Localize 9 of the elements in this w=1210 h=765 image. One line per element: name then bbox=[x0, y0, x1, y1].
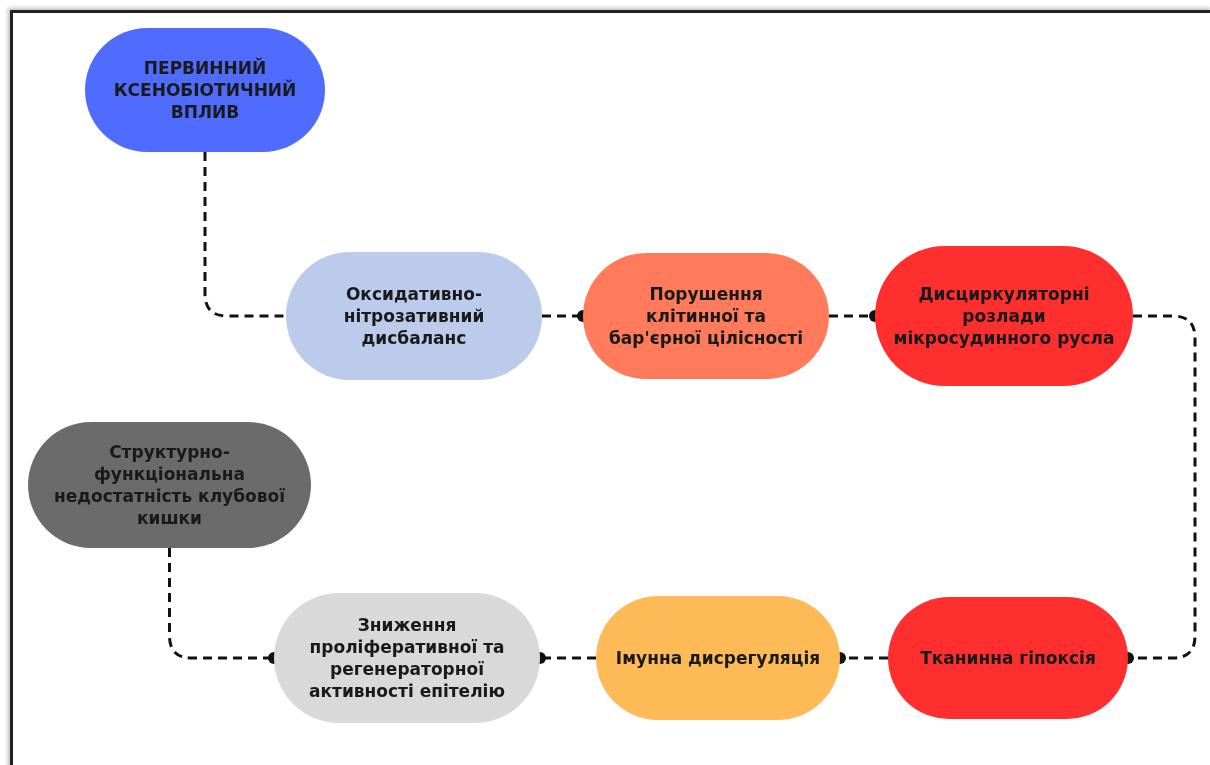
node-text: Дисциркуляторні розлади мікросудинного русла bbox=[893, 282, 1115, 350]
node-text: Оксидативно-нітрозативний дисбаланс bbox=[342, 282, 486, 350]
node-text: Порушення клітинної та бар'єрної цілісності bbox=[607, 282, 805, 350]
node-text: Імунна дисрегуляція bbox=[615, 646, 821, 670]
node-text: Структурно-функціональна недостатність клубової кишки bbox=[53, 440, 286, 530]
node-text: ПЕРВИННИЙ КСЕНОБІОТИЧНИЙ ВПЛИВ bbox=[112, 56, 298, 124]
dashed-connector bbox=[203, 152, 286, 318]
node-text: Тканинна гіпоксія bbox=[920, 646, 1096, 670]
node-text: Зниження проліферативної та регенераторної активності епітелію bbox=[308, 613, 506, 703]
